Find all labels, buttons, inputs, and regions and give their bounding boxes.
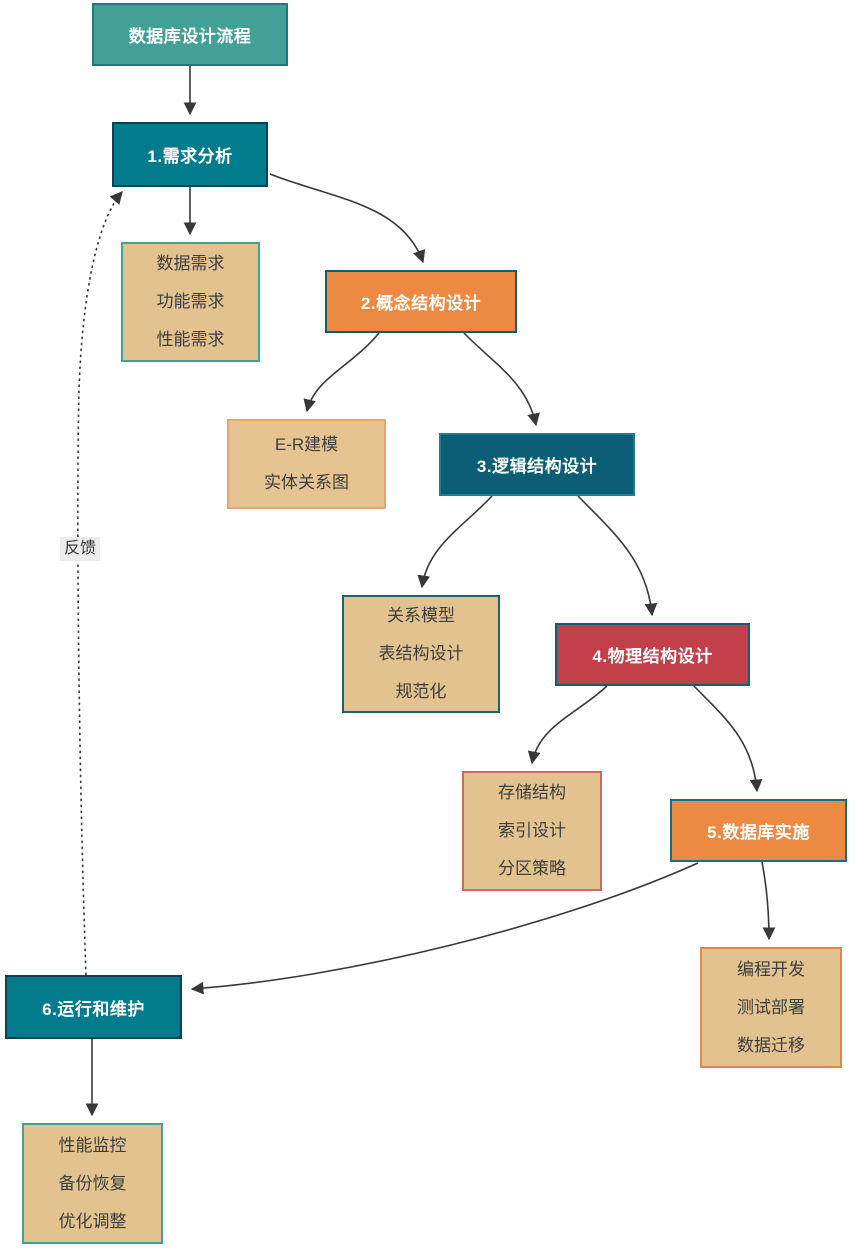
edge-step5-to-step6 [190, 862, 699, 995]
detail-line: 索引设计 [498, 821, 566, 840]
detail-line: 存储结构 [498, 783, 566, 802]
detail-line: 表结构设计 [378, 644, 464, 663]
node-step5-details: 编程开发 测试部署 数据迁移 [700, 947, 842, 1068]
edge-step2-to-step3 [463, 332, 540, 427]
node-step2-details: E-R建模 实体关系图 [227, 419, 386, 509]
detail-line: 数据迁移 [737, 1035, 805, 1055]
edge-step4-to-detail4 [527, 685, 608, 765]
detail-line: 数据需求 [156, 254, 225, 273]
edge-step5-to-detail5 [761, 861, 776, 941]
node-step4-details: 存储结构 索引设计 分区策略 [462, 771, 602, 891]
edge-step4-to-step5 [693, 685, 763, 793]
detail-line: 备份恢复 [58, 1173, 127, 1193]
feedback-label-text: 反馈 [64, 540, 97, 557]
node-step2-conceptual-design: 2.概念结构设计 [325, 270, 517, 333]
detail-line: 优化调整 [58, 1211, 127, 1231]
node-step6-details: 性能监控 备份恢复 优化调整 [22, 1123, 163, 1244]
node-step4-physical-design: 4.物理结构设计 [555, 623, 750, 686]
detail-line: E-R建模 [274, 435, 339, 454]
node-step3-logical-design: 3.逻辑结构设计 [439, 433, 635, 496]
node-step5-database-implementation: 5.数据库实施 [670, 799, 847, 862]
node-step3-details: 关系模型 表结构设计 规范化 [342, 595, 500, 713]
detail-line: 性能监控 [58, 1135, 127, 1155]
edge-step2-to-detail2 [303, 332, 380, 413]
detail-line: 实体关系图 [264, 473, 349, 492]
node-step6-label: 6.运行和维护 [42, 999, 145, 1019]
detail-line: 关系模型 [387, 606, 455, 625]
detail-line: 测试部署 [737, 997, 805, 1017]
feedback-edge-label: 反馈 [60, 537, 101, 561]
edge-step3-to-step4 [577, 495, 658, 617]
node-step5-label: 5.数据库实施 [707, 823, 810, 842]
node-step4-label: 4.物理结构设计 [592, 647, 713, 666]
node-step1-label: 1.需求分析 [147, 147, 233, 166]
edge-step3-to-detail3 [417, 495, 493, 589]
detail-line: 分区策略 [498, 859, 566, 878]
node-step1-requirements-analysis: 1.需求分析 [112, 122, 268, 187]
detail-line: 规范化 [395, 682, 447, 701]
detail-line: 编程开发 [737, 959, 805, 979]
detail-line: 功能需求 [156, 292, 225, 311]
node-title-label: 数据库设计流程 [128, 27, 252, 46]
node-step1-details: 数据需求 功能需求 性能需求 [121, 242, 260, 362]
node-title: 数据库设计流程 [92, 3, 288, 66]
node-step3-label: 3.逻辑结构设计 [476, 457, 598, 476]
edge-step1-to-step2 [269, 173, 426, 264]
node-step2-label: 2.概念结构设计 [360, 294, 482, 313]
edge-feedback-step6-to-step1 [77, 191, 123, 976]
detail-line: 性能需求 [156, 330, 225, 349]
node-step6-operation-maintenance: 6.运行和维护 [5, 975, 182, 1039]
